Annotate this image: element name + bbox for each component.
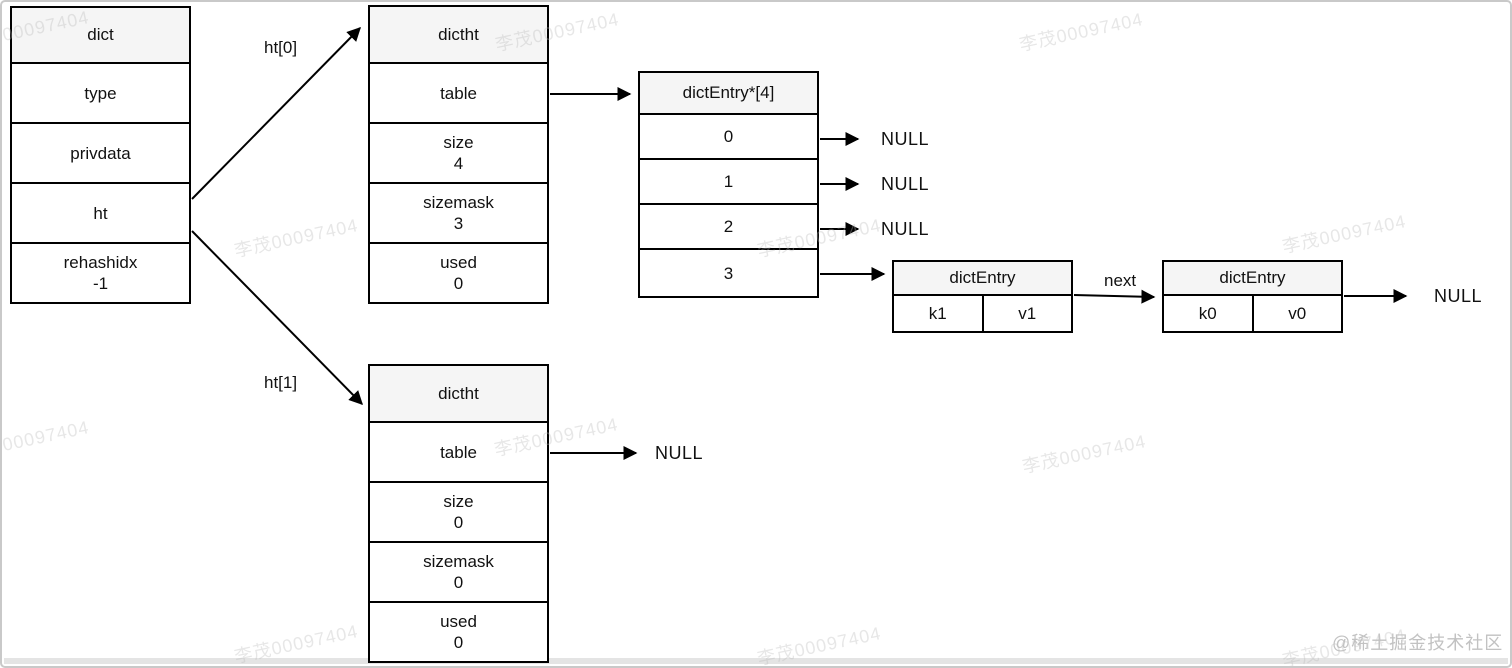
null-label-slot0: NULL	[881, 129, 930, 149]
field-label: sizemask	[423, 552, 494, 571]
ht0-arrow	[191, 27, 361, 200]
field-label: size	[443, 492, 474, 511]
dictentry1-box: dictEntry k1 v1	[892, 260, 1073, 333]
null-label-table1: NULL	[655, 443, 704, 463]
field-label: privdata	[70, 143, 131, 163]
dictentry2-key: k0	[1164, 296, 1254, 331]
dictht1-field-sizemask: sizemask 0	[370, 543, 547, 603]
dictht0-field-used: used 0	[370, 244, 547, 302]
next-pointer-label: next	[1104, 271, 1137, 290]
field-value: 0	[453, 274, 464, 293]
field-label: sizemask	[423, 193, 494, 212]
dictentry2-title: dictEntry	[1164, 262, 1341, 296]
ht0-arrow-label: ht[0]	[264, 38, 298, 57]
field-value: 0	[453, 633, 464, 652]
field-value: -1	[92, 274, 109, 293]
field-label: table	[440, 442, 477, 462]
field-value: 4	[453, 154, 464, 173]
null-label-slot1: NULL	[881, 174, 930, 194]
dict-field-ht: ht	[12, 184, 189, 244]
bucket-slot-0: 0	[640, 115, 817, 160]
dict-struct-box: dict type privdata ht rehashidx -1	[10, 6, 191, 304]
dictht1-struct-title: dictht	[370, 366, 547, 423]
community-badge: @稀土掘金技术社区	[1332, 633, 1504, 653]
dict-field-type: type	[12, 64, 189, 124]
dictentry2-value: v0	[1288, 303, 1307, 323]
dict-struct-title: dict	[12, 8, 189, 64]
dictht0-field-table: table	[370, 64, 547, 124]
field-value: 0	[453, 573, 464, 592]
dictht0-field-size: size 4	[370, 124, 547, 184]
field-label: used	[440, 253, 477, 272]
dictentry2-box: dictEntry k0 v0	[1162, 260, 1343, 333]
bucket-slot-2: 2	[640, 205, 817, 250]
field-value: 0	[453, 513, 464, 532]
field-label: size	[443, 133, 474, 152]
dictentry1-title: dictEntry	[894, 262, 1071, 296]
dictentry1-cells: k1 v1	[894, 296, 1071, 331]
next-arrow	[1073, 289, 1156, 304]
dictentry1-key: k1	[894, 296, 984, 331]
dictht1-field-size: size 0	[370, 483, 547, 543]
dictht0-field-sizemask: sizemask 3	[370, 184, 547, 244]
ht1-arrow	[191, 230, 363, 405]
dictht0-struct-title: dictht	[370, 7, 547, 64]
dictentry1-value: v1	[1018, 303, 1037, 323]
dictht0-struct-box: dictht table size 4 sizemask 3 used 0	[368, 5, 549, 304]
field-label: table	[440, 83, 477, 103]
bucket-slot-1: 1	[640, 160, 817, 205]
field-label: used	[440, 612, 477, 631]
field-value: 3	[453, 214, 464, 233]
bucket-array-box: dictEntry*[4] 0 1 2 3	[638, 71, 819, 298]
dict-field-rehashidx: rehashidx -1	[12, 244, 189, 302]
field-label: ht	[93, 203, 108, 223]
dictht1-field-table: table	[370, 423, 547, 483]
field-label: type	[84, 83, 117, 103]
bottom-strip	[4, 658, 1508, 664]
dictht1-field-used: used 0	[370, 603, 547, 661]
dict-field-privdata: privdata	[12, 124, 189, 184]
dictentry2-cells: k0 v0	[1164, 296, 1341, 331]
bucket-slot-3: 3	[723, 263, 734, 283]
bucket-array-title: dictEntry*[4]	[640, 73, 817, 115]
null-label-entry-chain: NULL	[1434, 286, 1483, 306]
field-label: rehashidx	[63, 253, 138, 272]
ht1-arrow-label: ht[1]	[264, 373, 298, 392]
null-label-slot2: NULL	[881, 219, 930, 239]
dictht1-struct-box: dictht table size 0 sizemask 0 used 0	[368, 364, 549, 663]
